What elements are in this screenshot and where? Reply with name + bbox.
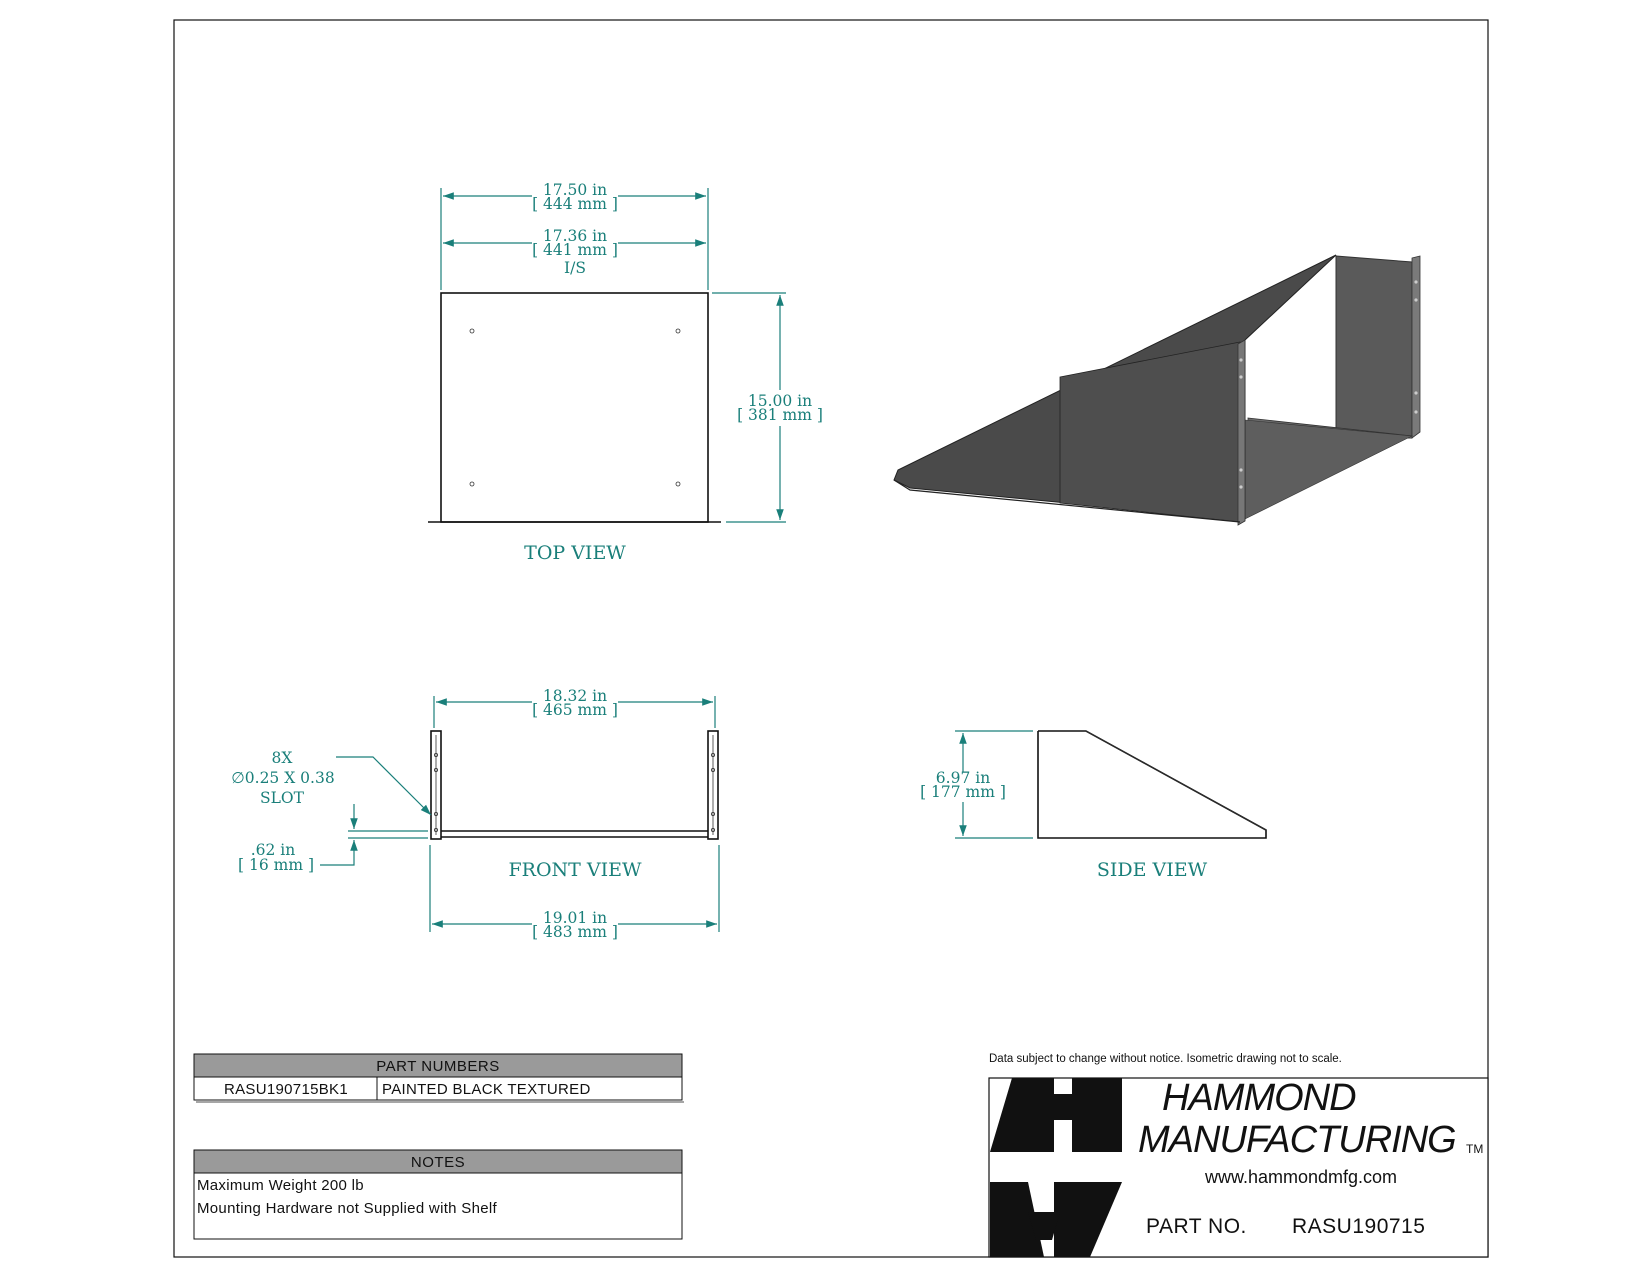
top-view-label: TOP VIEW [524,542,626,564]
dim-top-outer-mm: [ 444 mm ] [532,195,618,213]
top-view: 17.50 in [ 444 mm ] 17.36 in [ 441 mm ] … [428,181,823,564]
part-description-cell: PAINTED BLACK TEXTURED [382,1081,591,1098]
side-view: 6.97 in [ 177 mm ] SIDE VIEW [920,730,1267,881]
hammond-logo-icon [990,1078,1122,1257]
front-view: 18.32 in [ 465 mm ] 19.01 in [ 483 mm ] … [231,687,720,941]
dim-front-inner-mm: [ 465 mm ] [532,701,618,719]
side-view-label: SIDE VIEW [1097,859,1208,881]
dim-front-inner-in: 18.32 in [543,687,607,705]
dim-top-inner-mm: [ 441 mm ] [532,241,618,259]
dim-front-overall-in: 19.01 in [543,909,607,927]
part-no-label: PART NO. [1146,1215,1247,1238]
dim-flange-mm: [ 16 mm ] [238,856,314,874]
part-numbers-header: PART NUMBERS [376,1058,500,1075]
dim-flange-in: .62 in [251,841,296,859]
iso-front-plate [1059,341,1246,523]
dim-top-inner-note: I/S [564,259,586,277]
note-line: Mounting Hardware not Supplied with Shel… [197,1200,497,1217]
dim-side-height-mm: [ 177 mm ] [920,783,1006,801]
side-view-outline [1037,730,1267,839]
front-view-label: FRONT VIEW [508,859,641,881]
isometric-view [893,254,1421,526]
brand-line-1: HAMMOND [1162,1077,1356,1119]
part-no-value: RASU190715 [1292,1215,1425,1238]
dim-slot-size: ∅0.25 X 0.38 [231,769,334,787]
dim-top-depth-in: 15.00 in [748,392,812,410]
title-block: Data subject to change without notice. I… [988,1053,1489,1258]
notes-table: NOTES Maximum Weight 200 lb Mounting Har… [193,1149,683,1240]
note-line: Maximum Weight 200 lb [197,1177,364,1194]
iso-back-plate [1335,255,1413,439]
part-numbers-table: PART NUMBERS RASU190715BK1 PAINTED BLACK… [193,1053,684,1103]
brand-line-2: MANUFACTURING [1138,1119,1456,1161]
dim-side-height-in: 6.97 in [936,769,990,787]
top-view-outline [440,292,709,523]
disclaimer-text: Data subject to change without notice. I… [989,1053,1342,1065]
dim-top-depth-mm: [ 381 mm ] [737,406,823,424]
website-text: www.hammondmfg.com [1204,1167,1397,1187]
dim-slot-label: SLOT [260,789,305,807]
dim-top-outer-in: 17.50 in [543,181,607,199]
dim-top-inner-in: 17.36 in [543,227,607,245]
part-number-cell: RASU190715BK1 [224,1081,348,1098]
trademark: TM [1466,1142,1483,1156]
sheet-border [173,19,1489,1258]
dim-slot-count: 8X [272,749,293,767]
dim-front-overall-mm: [ 483 mm ] [532,923,618,941]
notes-header: NOTES [411,1154,465,1171]
